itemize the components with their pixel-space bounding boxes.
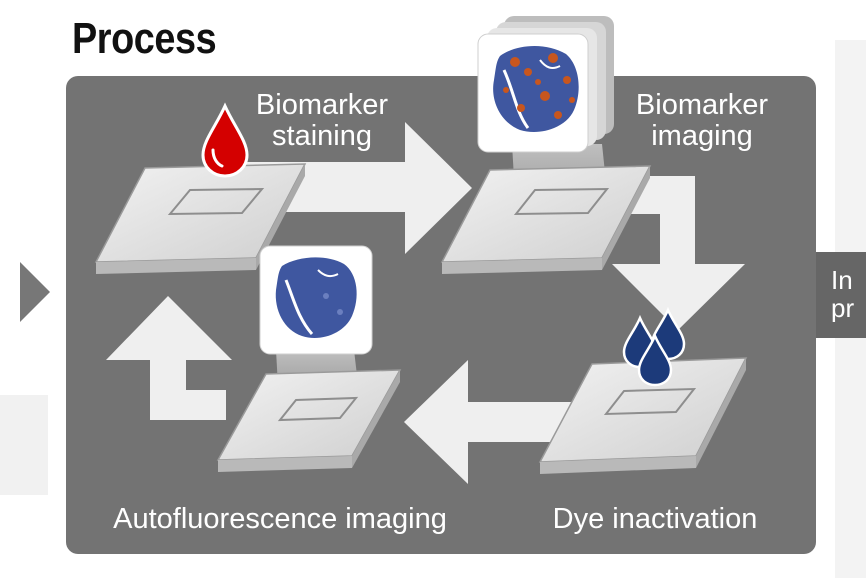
drop-icon: [201, 102, 249, 178]
page-title: Process: [72, 14, 217, 63]
slide-inactivation: [538, 357, 748, 474]
step-label-dye-inactivation: Dye inactivation: [552, 503, 758, 535]
slide-autofluorescence: [216, 369, 402, 472]
arrow-up: [106, 296, 232, 420]
tissue-image-icon: [259, 245, 373, 355]
arrow-right: [240, 122, 472, 254]
next-panel-label: In pr: [831, 266, 855, 322]
step-label-biomarker-imaging: Biomarker imaging: [635, 89, 769, 152]
step-label-autofluorescence-imaging: Autofluorescence imaging: [113, 503, 447, 535]
dye-drops-icon: [622, 306, 686, 387]
tissue-image-icon: [477, 16, 614, 153]
slide-staining: [94, 163, 307, 274]
slide-imaging: [440, 165, 652, 274]
next-panel-tab: [812, 252, 866, 338]
arrow-down: [612, 176, 745, 330]
arrow-left: [404, 360, 580, 484]
play-arrow-icon: [20, 262, 50, 322]
previous-panel-edge: [0, 395, 48, 495]
step-label-biomarker-staining: Biomarker staining: [255, 89, 389, 152]
